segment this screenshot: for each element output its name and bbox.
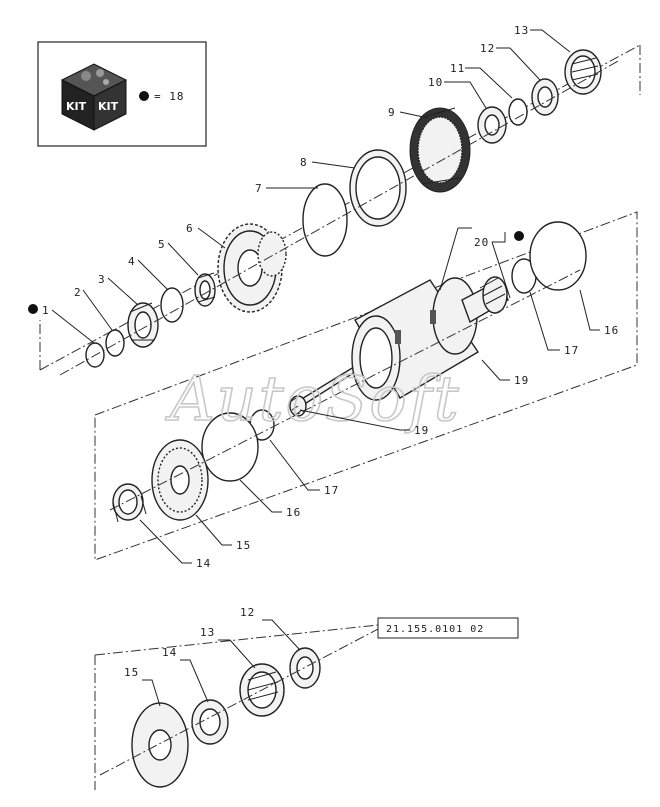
part-14-sleeve-lower xyxy=(191,699,229,745)
callout-12: 12 xyxy=(480,42,495,55)
callout-13-lower: 13 xyxy=(200,626,215,639)
watermark: AutoSoft xyxy=(165,362,461,435)
part-15-piston-lower xyxy=(131,702,189,788)
kit-legend-text: = 18 xyxy=(154,90,185,103)
part-20-hub xyxy=(461,276,509,324)
kit-legend: KIT KIT = 18 xyxy=(37,41,207,147)
callout-17-upper: 17 xyxy=(564,344,579,357)
middle-parts xyxy=(112,221,587,523)
part-13-spring xyxy=(564,49,602,95)
part-7-circlip xyxy=(302,183,348,257)
callout-16-upper: 16 xyxy=(604,324,619,337)
callout-20: 20 xyxy=(474,236,489,249)
callout-10: 10 xyxy=(428,76,443,89)
callout-15-lower: 15 xyxy=(124,666,139,679)
upper-axis-line xyxy=(59,59,621,376)
part-16-oring-lower xyxy=(201,412,259,482)
lower-parts xyxy=(131,647,321,788)
callout-11: 11 xyxy=(450,62,465,75)
part-16-oring-upper xyxy=(529,221,587,291)
part-6-gear xyxy=(217,223,287,313)
part-12-washer-lower xyxy=(289,647,321,689)
part-15-piston xyxy=(151,439,209,521)
part-9-drum xyxy=(409,107,471,193)
kit-marker-1 xyxy=(28,304,38,314)
callout-8: 8 xyxy=(300,156,308,169)
callout-19-upper: 19 xyxy=(514,374,529,387)
callout-6: 6 xyxy=(186,222,194,235)
callout-16-lower: 16 xyxy=(286,506,301,519)
callout-2: 2 xyxy=(74,286,82,299)
part-19-carrier xyxy=(351,277,479,401)
callout-3: 3 xyxy=(98,273,106,286)
kit-bullet-icon xyxy=(139,91,149,101)
callout-13: 13 xyxy=(514,24,529,37)
kit-marker-20 xyxy=(514,231,524,241)
part-4-spacer xyxy=(160,287,184,323)
kit-icon-label-left: KIT xyxy=(66,100,87,113)
part-10-bearing xyxy=(477,106,507,144)
part-14-sleeve xyxy=(112,483,147,523)
reference-frame xyxy=(377,617,519,639)
reference-box: 21.155.0101 02 xyxy=(377,617,519,639)
part-3-bearing xyxy=(127,302,159,348)
callout-17-lower: 17 xyxy=(324,484,339,497)
callout-1: 1 xyxy=(42,304,50,317)
lower-group-frame xyxy=(94,624,379,790)
callout-4: 4 xyxy=(128,255,136,268)
leader-lines xyxy=(28,29,600,707)
part-5-needle-bearing xyxy=(194,272,216,307)
middle-axis-line xyxy=(109,269,581,511)
reference-number: 21.155.0101 02 xyxy=(386,624,484,635)
callout-12-lower: 12 xyxy=(240,606,255,619)
part-2-washer xyxy=(105,329,125,357)
kit-icon-label-right: KIT xyxy=(98,100,119,113)
callout-5: 5 xyxy=(158,238,166,251)
callout-7: 7 xyxy=(255,182,263,195)
lower-axis-line xyxy=(99,627,381,776)
callout-14-lower: 14 xyxy=(162,646,177,659)
callout-15: 15 xyxy=(236,539,251,552)
callout-labels: 1 2 3 4 5 6 7 8 9 10 11 12 13 20 16 17 1… xyxy=(42,24,619,679)
kit-box-icon: KIT KIT xyxy=(60,63,128,131)
part-12-washer xyxy=(531,78,559,116)
part-8-plate xyxy=(349,149,407,227)
upper-parts xyxy=(85,49,602,368)
callout-14: 14 xyxy=(196,557,211,570)
callout-19-lower: 19 xyxy=(414,424,429,437)
callout-9: 9 xyxy=(388,106,396,119)
